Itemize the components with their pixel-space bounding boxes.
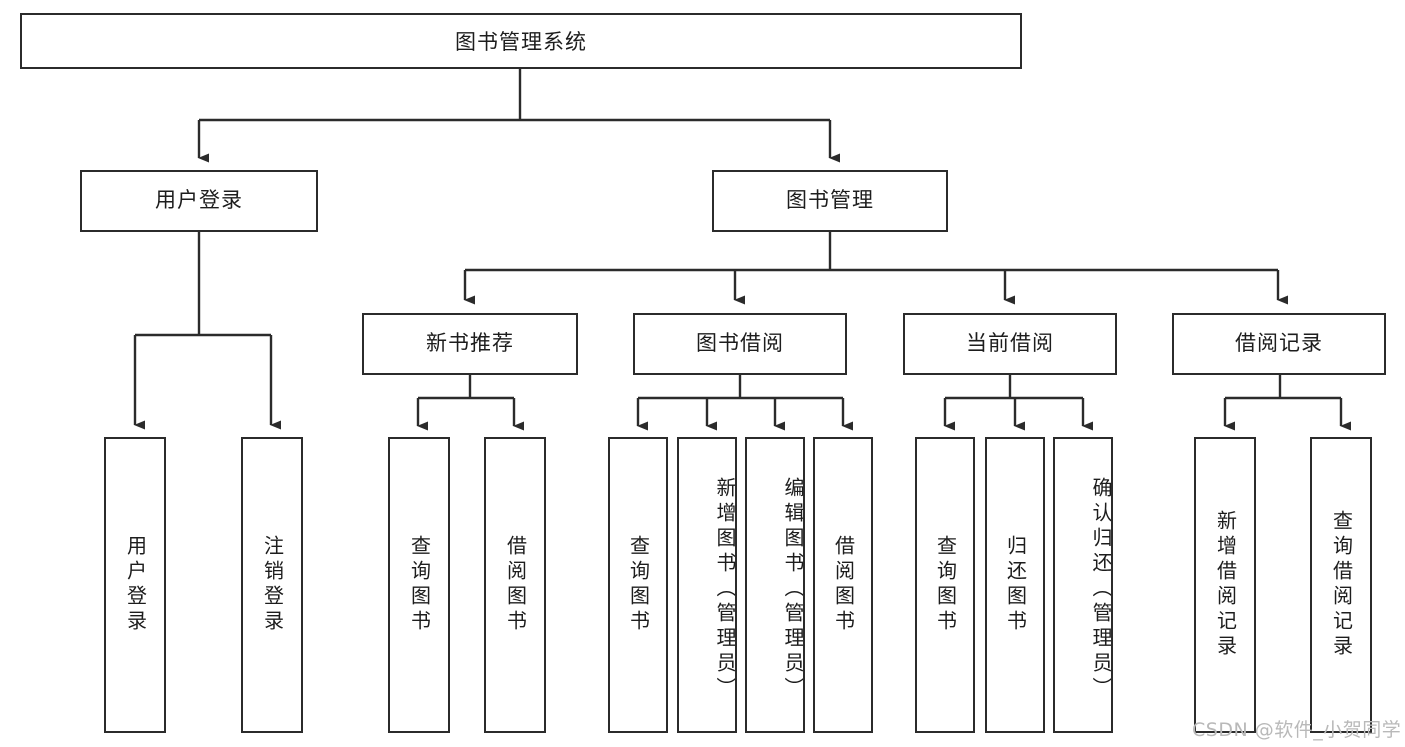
leaf-query-book-recommend-label: 查询图书 xyxy=(407,535,432,635)
leaf-user-login[interactable]: 用户登录 xyxy=(104,437,166,733)
leaf-query-borrow-record-label: 查询借阅记录 xyxy=(1329,510,1354,660)
leaf-return-book[interactable]: 归还图书 xyxy=(985,437,1045,733)
leaf-query-book-current[interactable]: 查询图书 xyxy=(915,437,975,733)
node-book-management[interactable]: 图书管理 xyxy=(712,170,948,232)
leaf-query-borrow-record[interactable]: 查询借阅记录 xyxy=(1310,437,1372,733)
leaf-add-book-admin[interactable]: 新增图书（管理员） xyxy=(677,437,737,733)
leaf-add-borrow-record-label: 新增借阅记录 xyxy=(1213,510,1238,660)
leaf-add-book-admin-label: 新增图书（管理员） xyxy=(713,476,737,702)
leaf-add-borrow-record[interactable]: 新增借阅记录 xyxy=(1194,437,1256,733)
leaf-logout-login-label: 注销登录 xyxy=(260,535,285,635)
leaf-borrow-book-borrow-label: 借阅图书 xyxy=(831,535,856,635)
leaf-logout-login[interactable]: 注销登录 xyxy=(241,437,303,733)
node-book-borrow-label: 图书借阅 xyxy=(696,331,784,356)
node-user-login[interactable]: 用户登录 xyxy=(80,170,318,232)
csdn-watermark: CSDN @软件_小贺同学 xyxy=(1192,719,1402,741)
leaf-edit-book-admin-label: 编辑图书（管理员） xyxy=(781,476,805,702)
node-borrow-record[interactable]: 借阅记录 xyxy=(1172,313,1386,375)
leaf-query-book-recommend[interactable]: 查询图书 xyxy=(388,437,450,733)
node-root-system[interactable]: 图书管理系统 xyxy=(20,13,1022,69)
leaf-borrow-book-borrow[interactable]: 借阅图书 xyxy=(813,437,873,733)
node-new-book-recommend[interactable]: 新书推荐 xyxy=(362,313,578,375)
node-book-borrow[interactable]: 图书借阅 xyxy=(633,313,847,375)
node-user-login-label: 用户登录 xyxy=(155,188,243,213)
node-new-book-recommend-label: 新书推荐 xyxy=(426,331,514,356)
leaf-user-login-label: 用户登录 xyxy=(123,535,148,635)
node-root-label: 图书管理系统 xyxy=(455,30,587,54)
leaf-return-book-label: 归还图书 xyxy=(1003,535,1028,635)
node-borrow-record-label: 借阅记录 xyxy=(1235,331,1323,356)
node-book-management-label: 图书管理 xyxy=(786,188,874,213)
leaf-edit-book-admin[interactable]: 编辑图书（管理员） xyxy=(745,437,805,733)
leaf-borrow-book-recommend[interactable]: 借阅图书 xyxy=(484,437,546,733)
leaf-query-book-borrow[interactable]: 查询图书 xyxy=(608,437,668,733)
node-current-borrow[interactable]: 当前借阅 xyxy=(903,313,1117,375)
leaf-borrow-book-recommend-label: 借阅图书 xyxy=(503,535,528,635)
leaf-confirm-return-admin-label: 确认归还（管理员） xyxy=(1089,476,1113,702)
leaf-confirm-return-admin[interactable]: 确认归还（管理员） xyxy=(1053,437,1113,733)
leaf-query-book-current-label: 查询图书 xyxy=(933,535,958,635)
node-current-borrow-label: 当前借阅 xyxy=(966,331,1054,356)
leaf-query-book-borrow-label: 查询图书 xyxy=(626,535,651,635)
